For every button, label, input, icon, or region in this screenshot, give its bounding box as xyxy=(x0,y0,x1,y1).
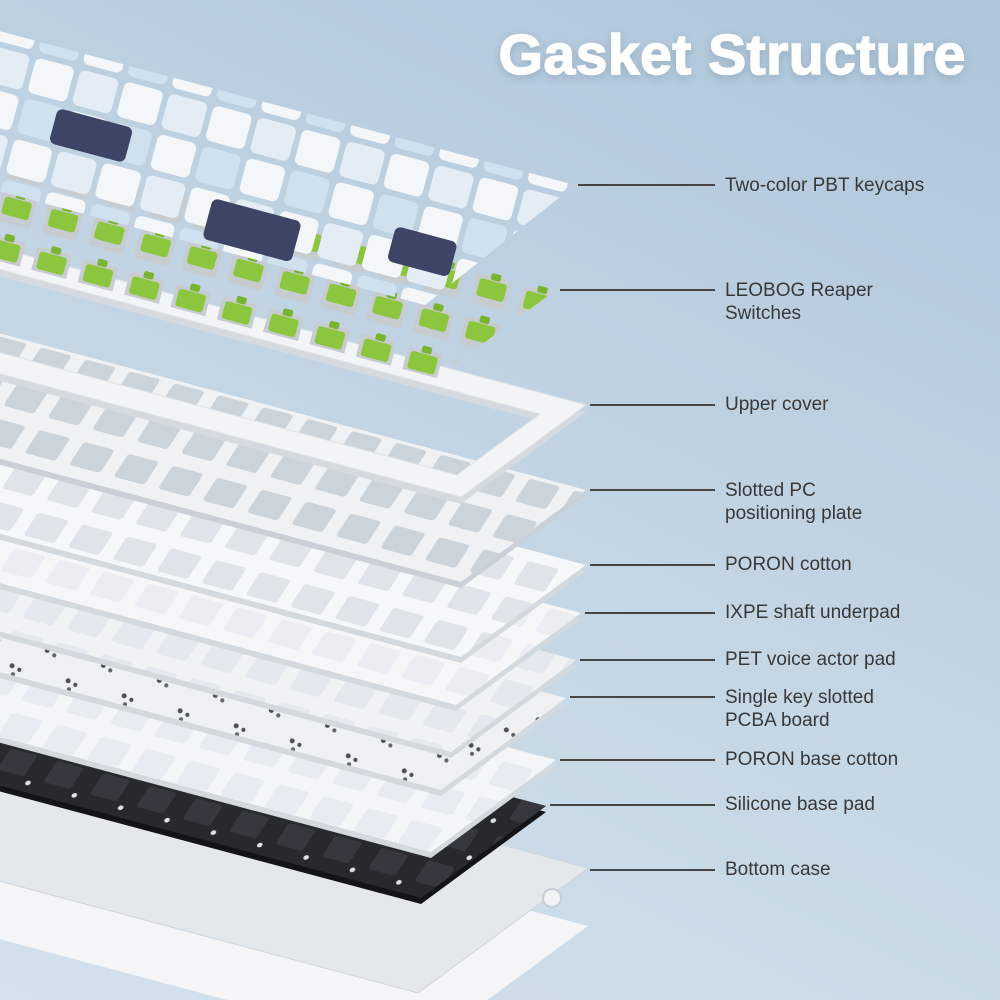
callout-line-poron-base xyxy=(560,759,715,761)
layer-keycaps xyxy=(0,31,575,305)
callout-line-keycaps xyxy=(578,184,715,186)
callout-label-poron-base: PORON base cotton xyxy=(725,749,899,770)
callout-line-bottom-case xyxy=(590,869,715,871)
callout-label-pet-pad: PET voice actor pad xyxy=(725,649,896,670)
callout-label-switches: LEOBOG Reaper Switches xyxy=(725,280,873,324)
callout-line-positioning-plate xyxy=(590,489,715,491)
callout-label-ixpe-underpad: IXPE shaft underpad xyxy=(725,602,901,623)
callout-label-keycaps: Two-color PBT keycaps xyxy=(725,175,925,196)
callout-label-pcba-board: Single key slotted PCBA board xyxy=(725,687,874,731)
page-title: Gasket Structure xyxy=(498,22,966,88)
navy-key-cluster xyxy=(50,109,132,162)
callout-label-poron-cotton: PORON cotton xyxy=(725,554,852,575)
navy-key-cluster xyxy=(203,199,301,262)
callout-label-upper-cover: Upper cover xyxy=(725,394,829,415)
callout-label-positioning-plate: Slotted PC positioning plate xyxy=(725,480,863,524)
case-knob xyxy=(542,888,562,908)
callout-line-switches xyxy=(560,289,715,291)
callout-line-pet-pad xyxy=(580,659,715,661)
navy-key-cluster xyxy=(388,227,457,276)
callout-line-silicone-pad xyxy=(550,804,715,806)
callout-label-silicone-pad: Silicone base pad xyxy=(725,794,875,815)
callout-line-pcba-board xyxy=(570,696,715,698)
callout-line-poron-cotton xyxy=(590,564,715,566)
callout-line-upper-cover xyxy=(590,404,715,406)
callout-line-ixpe-underpad xyxy=(585,612,715,614)
callout-label-bottom-case: Bottom case xyxy=(725,859,831,880)
